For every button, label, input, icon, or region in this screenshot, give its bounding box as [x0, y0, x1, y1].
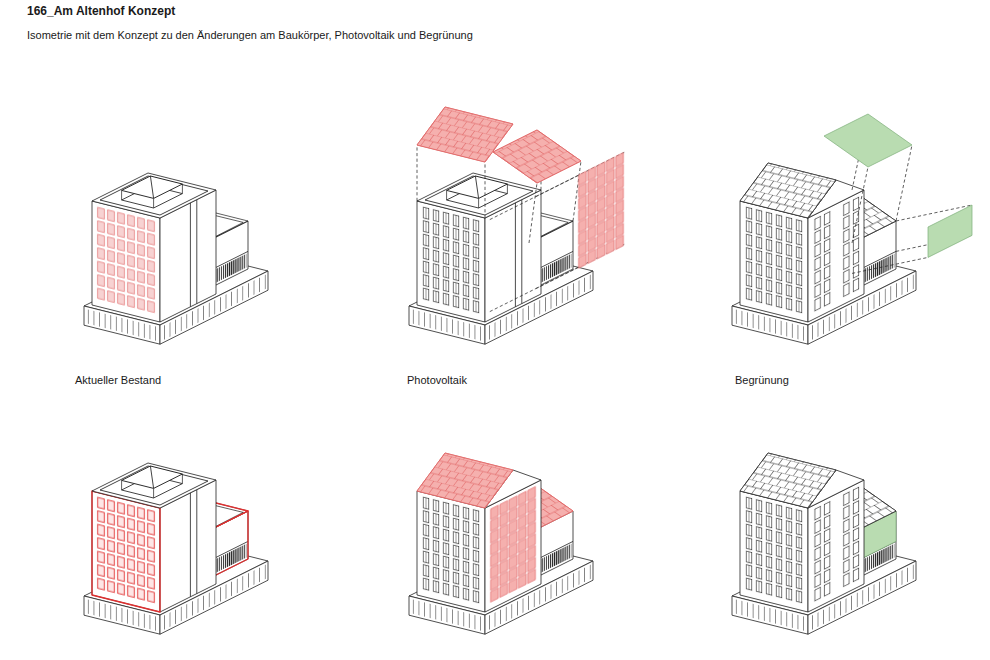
pv-facade — [578, 152, 624, 270]
building-pv-exploded — [409, 107, 624, 344]
building-structure-change — [84, 463, 268, 634]
view-label: Aktueller Bestand — [75, 374, 161, 387]
pv-roof — [417, 107, 513, 162]
building-green-exploded — [732, 114, 972, 344]
building-green — [732, 453, 916, 634]
view-label: Photovoltaik — [407, 374, 467, 387]
building-pv — [409, 453, 593, 634]
page-caption: Isometrie mit dem Konzept zu den Änderun… — [27, 29, 473, 42]
pv-annex-roof — [493, 130, 581, 183]
green-wall — [928, 205, 972, 257]
green-roof — [824, 114, 912, 167]
building-existing — [84, 173, 268, 344]
view-label: Begrünung — [735, 374, 789, 387]
page-title: 166_Am Altenhof Konzept — [27, 4, 175, 18]
